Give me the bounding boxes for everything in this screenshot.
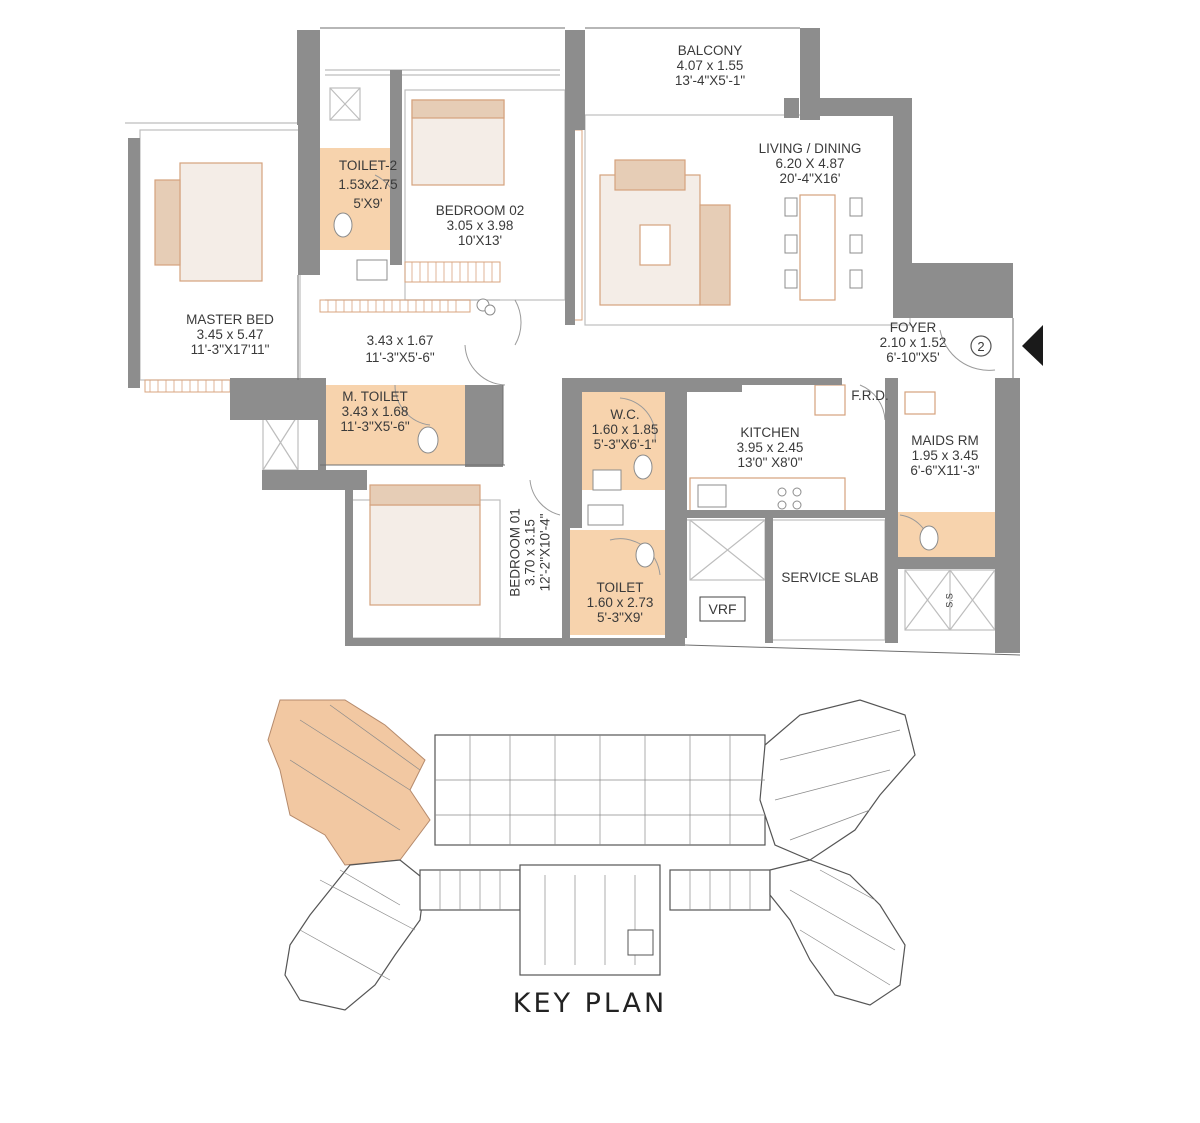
dining-chairs bbox=[784, 197, 863, 289]
passage-metric: 3.43 x 1.67 bbox=[366, 333, 434, 348]
master-bed-imperial: 11'-3"X17'11" bbox=[190, 342, 270, 357]
service-slab-label: SERVICE SLAB bbox=[781, 570, 879, 585]
foyer-badge: 2 bbox=[977, 339, 985, 354]
passage-label: 3.43 x 1.67 11'-3"X5'-6" bbox=[335, 333, 465, 365]
foyer-name: FOYER bbox=[889, 320, 937, 335]
kitchen-metric: 3.95 x 2.45 bbox=[736, 440, 804, 455]
wc-metric: 1.60 x 1.85 bbox=[591, 422, 659, 437]
bedroom-02-imperial: 10'X13' bbox=[457, 233, 503, 248]
bedroom-01-imperial: 12'-2"X10'-4" bbox=[537, 513, 553, 592]
bedroom01-bed-furniture bbox=[369, 504, 481, 606]
bedroom-02-name: BEDROOM 02 bbox=[435, 203, 525, 218]
vrf-label: VRF bbox=[708, 601, 737, 617]
foyer-label: FOYER 2.10 x 1.52 6'-10"X5' bbox=[868, 320, 958, 365]
entrance-arrow-icon bbox=[1022, 325, 1043, 366]
maids-rm-imperial: 6'-6"X11'-3" bbox=[910, 463, 980, 478]
foyer-badge-circle bbox=[970, 335, 992, 357]
maids-rm-label: MAIDS RM 1.95 x 3.45 6'-6"X11'-3" bbox=[895, 433, 995, 478]
balcony-name: BALCONY bbox=[677, 43, 743, 58]
bedroom-01-label: BEDROOM 01 3.70 x 3.15 12'-2"X10'-4" bbox=[508, 488, 553, 618]
toilet-imperial: 5'-3"X9' bbox=[597, 610, 643, 625]
living-dining-name: LIVING / DINING bbox=[758, 141, 862, 156]
master-bed-name: MASTER BED bbox=[186, 312, 274, 327]
toilet-2-label: TOILET-2 1.53x2.75 5'X9' bbox=[318, 158, 418, 211]
kitchen-name: KITCHEN bbox=[740, 425, 800, 440]
balcony-imperial: 13'-4"X5'-1" bbox=[674, 73, 746, 88]
m-toilet-metric: 3.43 x 1.68 bbox=[341, 404, 409, 419]
ss-label: S.S bbox=[944, 593, 955, 608]
foyer-imperial: 6'-10"X5' bbox=[886, 350, 940, 365]
m-toilet-name: M. TOILET bbox=[342, 389, 408, 404]
bedroom-02-label: BEDROOM 02 3.05 x 3.98 10'X13' bbox=[415, 203, 545, 248]
key-plan-highlighted-unit bbox=[267, 699, 431, 866]
maids-rm-name: MAIDS RM bbox=[911, 433, 979, 448]
frd-label: F.R.D. bbox=[851, 388, 889, 403]
living-dining-metric: 6.20 X 4.87 bbox=[775, 156, 845, 171]
wc-label: W.C. 1.60 x 1.85 5'-3"X6'-1" bbox=[575, 407, 675, 452]
bedroom-02-metric: 3.05 x 3.98 bbox=[446, 218, 514, 233]
door-swings bbox=[374, 174, 996, 576]
wc-name: W.C. bbox=[610, 407, 640, 422]
wardrobe-hatch bbox=[149, 262, 493, 392]
wall-outlines bbox=[297, 27, 1021, 656]
foyer-metric: 2.10 x 1.52 bbox=[879, 335, 947, 350]
toilet-2-imperial: 5'X9' bbox=[353, 196, 383, 211]
vrf-box bbox=[699, 596, 746, 622]
dining-table bbox=[799, 194, 836, 301]
kitchen-label: KITCHEN 3.95 x 2.45 13'0" X8'0" bbox=[715, 425, 825, 470]
toilet-2-metric: 1.53x2.75 bbox=[338, 177, 398, 192]
wc-imperial: 5'-3"X6'-1" bbox=[593, 437, 657, 452]
toilet-2-name: TOILET-2 bbox=[338, 158, 398, 173]
kitchen-counter bbox=[689, 477, 846, 517]
master-bed-metric: 3.45 x 5.47 bbox=[196, 327, 264, 342]
balcony-metric: 4.07 x 1.55 bbox=[676, 58, 744, 73]
kitchen-imperial: 13'0" X8'0" bbox=[737, 455, 803, 470]
m-toilet-imperial: 11'-3"X5'-6" bbox=[340, 419, 410, 434]
living-dining-imperial: 20'-4"X16' bbox=[779, 171, 841, 186]
living-dining-label: LIVING / DINING 6.20 X 4.87 20'-4"X16' bbox=[735, 141, 885, 186]
master-bed-label: MASTER BED 3.45 x 5.47 11'-3"X17'11" bbox=[160, 312, 300, 357]
master-bed-furniture bbox=[179, 162, 263, 282]
maids-rm-metric: 1.95 x 3.45 bbox=[911, 448, 979, 463]
key-plan-drawing bbox=[267, 699, 916, 1011]
walls bbox=[128, 28, 1020, 653]
bedroom-01-name: BEDROOM 01 bbox=[507, 508, 523, 597]
toilet-label: TOILET 1.60 x 2.73 5'-3"X9' bbox=[570, 580, 670, 625]
passage-imperial: 11'-3"X5'-6" bbox=[365, 350, 435, 365]
bedroom-01-metric: 3.70 x 3.15 bbox=[522, 519, 538, 586]
balcony-label: BALCONY 4.07 x 1.55 13'-4"X5'-1" bbox=[630, 43, 790, 88]
m-toilet-label: M. TOILET 3.43 x 1.68 11'-3"X5'-6" bbox=[315, 389, 435, 434]
key-plan-title: KEY PLAN bbox=[512, 988, 668, 1019]
toilet-metric: 1.60 x 2.73 bbox=[586, 595, 654, 610]
toilet-name: TOILET bbox=[596, 580, 644, 595]
furniture bbox=[154, 99, 936, 606]
